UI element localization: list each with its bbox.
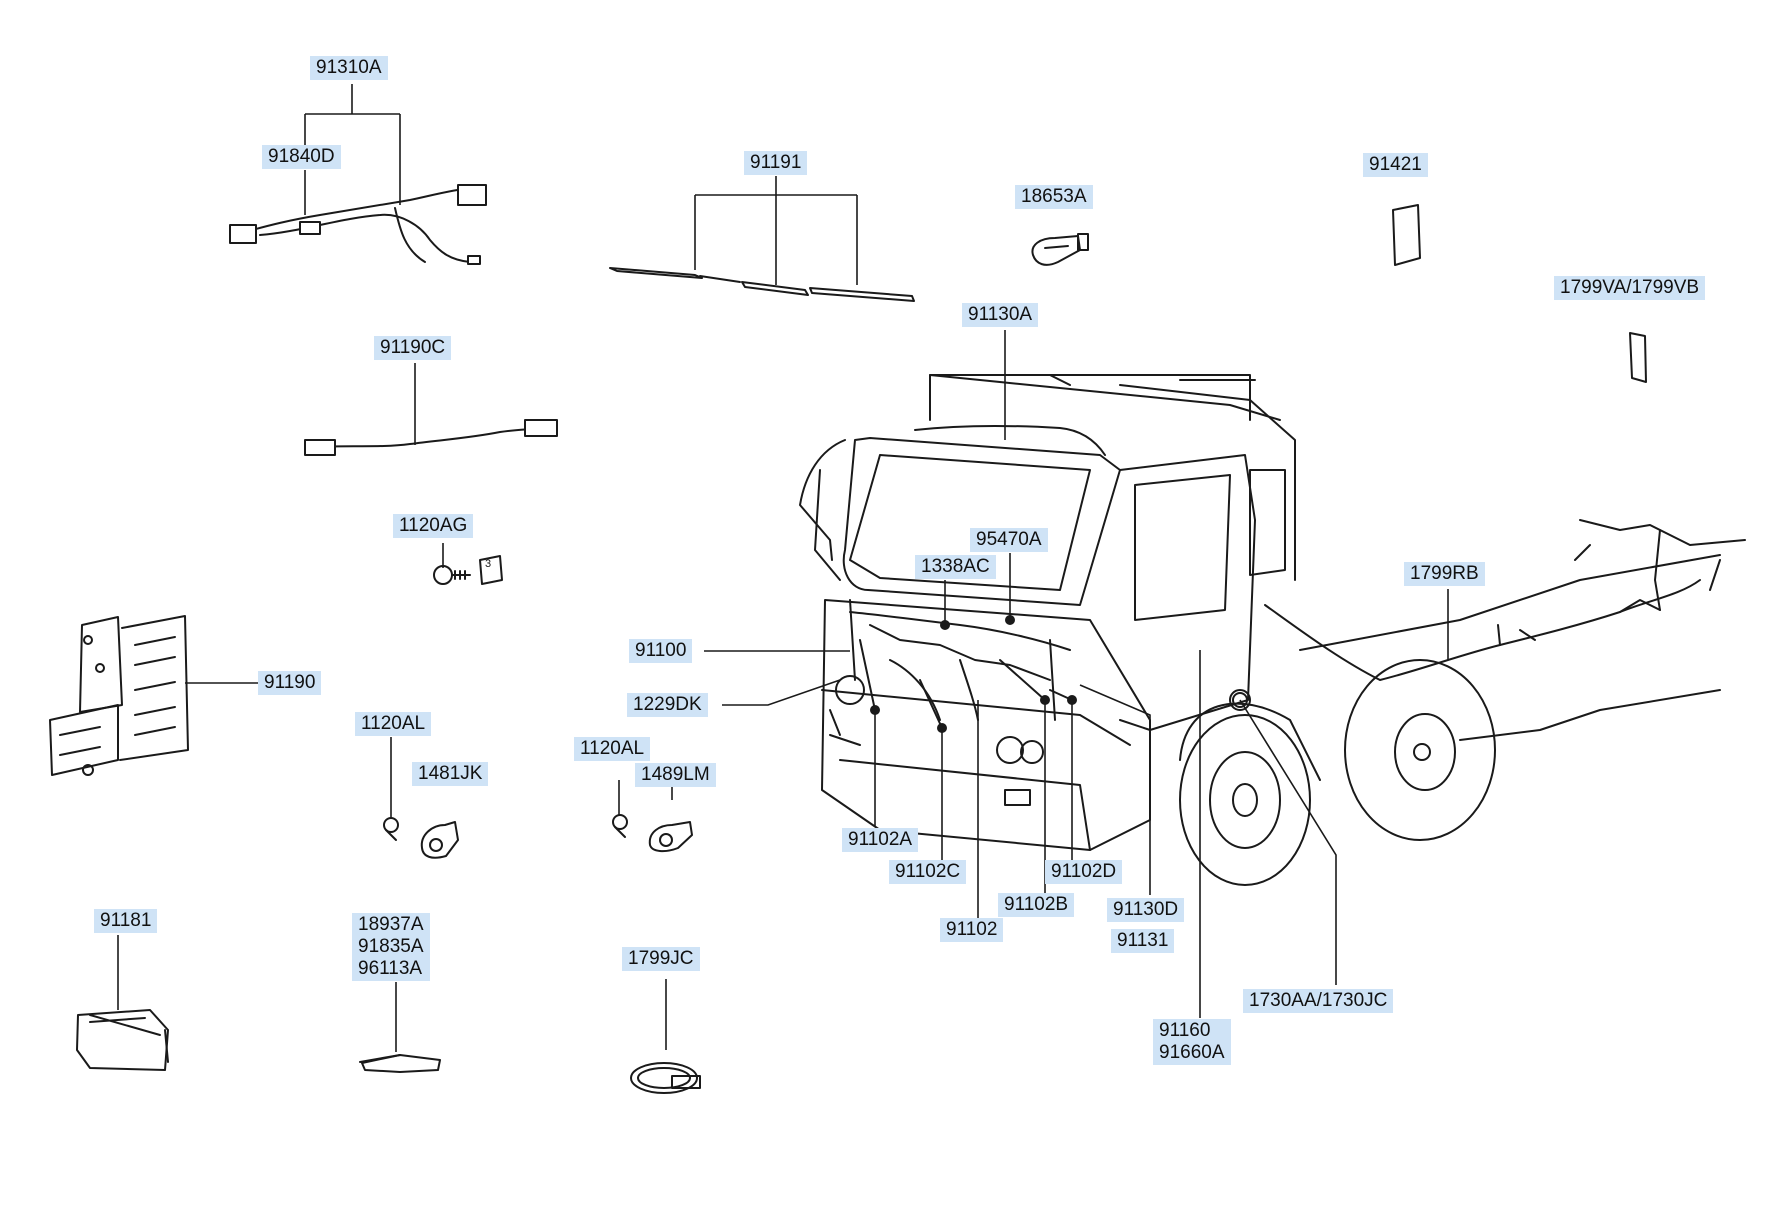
callout-91181[interactable]: 91181	[94, 909, 158, 933]
screw-1120ag	[433, 555, 503, 585]
callout-1799rb[interactable]: 1799RB	[1404, 562, 1485, 586]
callout-18937a-text: 18937A	[358, 914, 424, 935]
callout-91421[interactable]: 91421	[1363, 153, 1428, 177]
strips-91191	[609, 267, 915, 302]
callout-91835a-text: 91835A	[358, 936, 424, 957]
callout-1489lm[interactable]: 1489LM	[635, 763, 716, 787]
callout-1229dk[interactable]: 1229DK	[627, 693, 708, 717]
callout-1120al-right[interactable]: 1120AL	[574, 737, 651, 761]
harness-91190c	[304, 419, 558, 456]
grommet-1730aa	[1229, 689, 1251, 711]
callout-1730aa-1730jc-text: 1730AA/1730JC	[1249, 990, 1388, 1011]
callout-1338ac[interactable]: 1338AC	[915, 555, 996, 579]
callout-91840d-text: 91840D	[268, 146, 335, 167]
callout-1481jk-text: 1481JK	[418, 763, 483, 784]
callout-91190-text: 91190	[264, 672, 316, 693]
callout-91102c[interactable]: 91102C	[889, 860, 967, 884]
tie-18937a	[359, 1054, 441, 1073]
box-91181	[76, 1009, 169, 1071]
bracket-91190	[49, 615, 189, 776]
callout-18653a-text: 18653A	[1021, 186, 1087, 207]
harness-91310a	[229, 184, 487, 265]
callout-95470a-text: 95470A	[976, 529, 1042, 550]
callout-1338ac-text: 1338AC	[921, 556, 990, 577]
clamp-1799jc	[630, 1062, 701, 1094]
callout-91102b-text: 91102B	[1004, 894, 1069, 915]
callout-91102a-text: 91102A	[848, 829, 913, 850]
callout-1120ag[interactable]: 1120AG	[393, 514, 474, 538]
callout-91102a[interactable]: 91102A	[842, 828, 919, 852]
callout-91102b[interactable]: 91102B	[998, 893, 1075, 917]
callout-91190c-text: 91190C	[380, 337, 446, 358]
part-illustrations	[49, 184, 1746, 1094]
cab-harness	[849, 424, 1746, 733]
callout-91130a[interactable]: 91130A	[962, 303, 1039, 327]
callout-1799rb-text: 1799RB	[1410, 563, 1479, 584]
callout-91160-text: 91160	[1159, 1020, 1211, 1041]
leader-lines	[117, 84, 1449, 1052]
callout-18653a[interactable]: 18653A	[1015, 185, 1093, 209]
callout-1799va-1799vb-text: 1799VA/1799VB	[1560, 277, 1700, 298]
callout-91100[interactable]: 91100	[629, 639, 693, 663]
truck-cab	[799, 374, 1721, 886]
callout-91421-text: 91421	[1369, 154, 1422, 175]
callout-91310a[interactable]: 91310A	[310, 56, 388, 80]
clamp-1481jk	[383, 817, 459, 859]
callout-91102d[interactable]: 91102D	[1045, 860, 1123, 884]
callout-1120ag-text: 1120AG	[399, 515, 468, 536]
callout-91160-group[interactable]: 91160 91660A	[1153, 1019, 1231, 1065]
callout-91130d[interactable]: 91130D	[1107, 898, 1185, 922]
callout-96113a-text: 96113A	[358, 958, 423, 979]
tag-1799va	[1629, 332, 1647, 383]
callout-91102-text: 91102	[946, 919, 998, 940]
callout-91190c[interactable]: 91190C	[374, 336, 452, 360]
callout-1120al-left-text: 1120AL	[361, 713, 426, 734]
callout-91191[interactable]: 91191	[744, 151, 808, 175]
callout-1730aa-1730jc[interactable]: 1730AA/1730JC	[1243, 989, 1394, 1013]
callout-1120al-left[interactable]: 1120AL	[355, 712, 432, 736]
callout-95470a[interactable]: 95470A	[970, 528, 1048, 552]
callout-91181-text: 91181	[100, 910, 152, 931]
callout-1229dk-text: 1229DK	[633, 694, 702, 715]
callout-91102[interactable]: 91102	[940, 918, 1004, 942]
callout-1799va-1799vb[interactable]: 1799VA/1799VB	[1554, 276, 1706, 300]
callout-91840d[interactable]: 91840D	[262, 145, 341, 169]
callout-91660a-text: 91660A	[1159, 1042, 1225, 1063]
callout-91310a-text: 91310A	[316, 57, 382, 78]
callout-1489lm-text: 1489LM	[641, 764, 710, 785]
callout-91130a-text: 91130A	[968, 304, 1033, 325]
bracket-tag-number: 3	[485, 558, 492, 570]
callout-91100-text: 91100	[635, 640, 687, 661]
callout-1481jk[interactable]: 1481JK	[412, 762, 489, 786]
clamp-1489lm	[612, 814, 693, 853]
tag-91421	[1392, 204, 1421, 266]
callout-91131-text: 91131	[1117, 930, 1169, 951]
callout-91130d-text: 91130D	[1113, 899, 1179, 920]
callout-91191-text: 91191	[750, 152, 802, 173]
callout-18937a-group[interactable]: 18937A 91835A 96113A	[352, 913, 430, 981]
callout-1120al-right-text: 1120AL	[580, 738, 645, 759]
callout-91190[interactable]: 91190	[258, 671, 322, 695]
callout-91102c-text: 91102C	[895, 861, 961, 882]
callout-91102d-text: 91102D	[1051, 861, 1117, 882]
callout-91131[interactable]: 91131	[1111, 929, 1175, 953]
bulb-18653a	[1031, 233, 1089, 266]
callout-1799jc[interactable]: 1799JC	[622, 947, 700, 971]
callout-1799jc-text: 1799JC	[628, 948, 694, 969]
